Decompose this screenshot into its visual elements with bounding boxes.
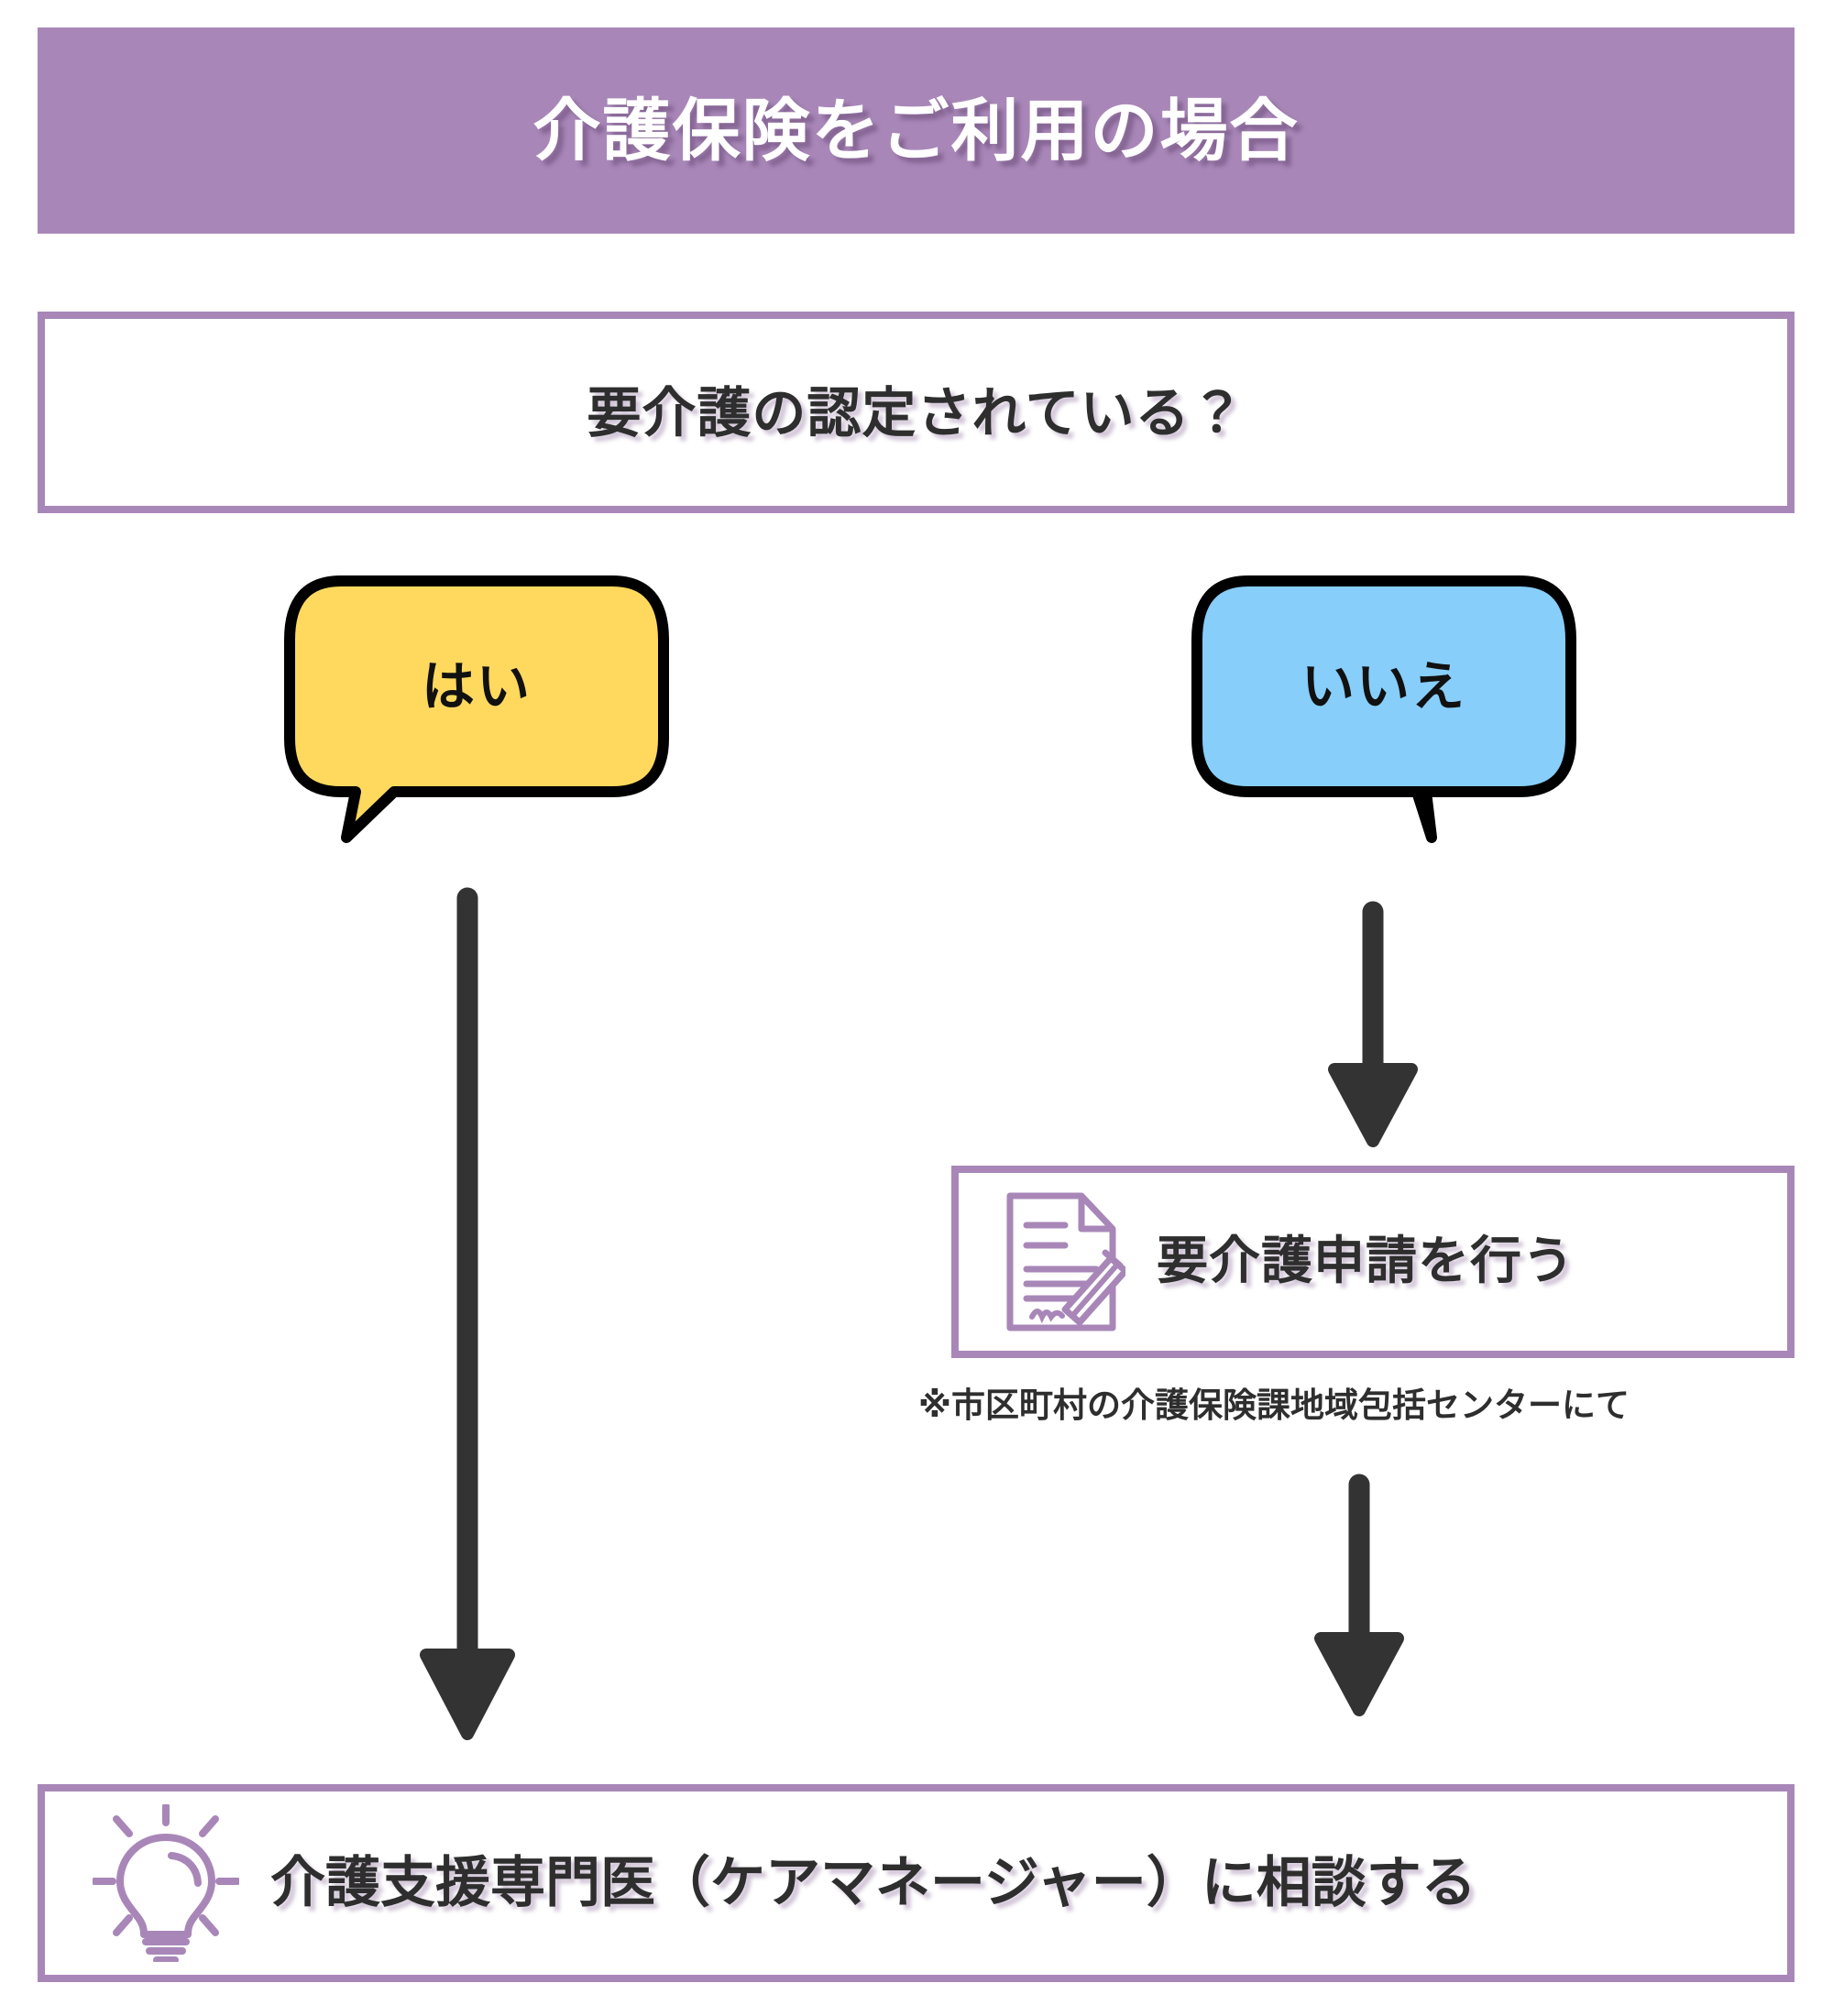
question-text: 要介護の認定されている？ — [587, 380, 1246, 444]
down-arrow-icon — [1314, 1474, 1404, 1716]
document-pen-icon — [1006, 1192, 1125, 1331]
arrow-yes-to-consult — [417, 887, 518, 1750]
page-title: 介護保険をご利用の場合 — [532, 91, 1300, 170]
apply-step-label: 要介護申請を行う — [1157, 1232, 1575, 1291]
question-box: 要介護の認定されている？ — [38, 312, 1795, 513]
consult-step-box: 介護支援専門医（ケアマネージャー）に相談する — [38, 1784, 1795, 1982]
down-arrow-icon — [420, 887, 515, 1740]
arrow-apply-to-consult — [1313, 1474, 1405, 1723]
consult-step-label: 介護支援専門医（ケアマネージャー）に相談する — [270, 1851, 1476, 1915]
apply-step-footnote: ※市区町村の介護保険課地域包括センターにて — [918, 1386, 1630, 1425]
lightbulb-icon — [93, 1804, 239, 1962]
header-banner: 介護保険をご利用の場合 — [38, 27, 1795, 234]
speech-bubble-yellow-shape — [284, 575, 669, 843]
branch-bubble-no[interactable]: いいえ — [1191, 575, 1576, 843]
branch-bubble-yes[interactable]: はい — [284, 575, 669, 843]
apply-step-box: 要介護申請を行う — [951, 1166, 1795, 1358]
arrow-no-to-apply — [1327, 901, 1419, 1154]
speech-bubble-blue-shape — [1191, 575, 1576, 843]
down-arrow-icon — [1328, 901, 1418, 1147]
